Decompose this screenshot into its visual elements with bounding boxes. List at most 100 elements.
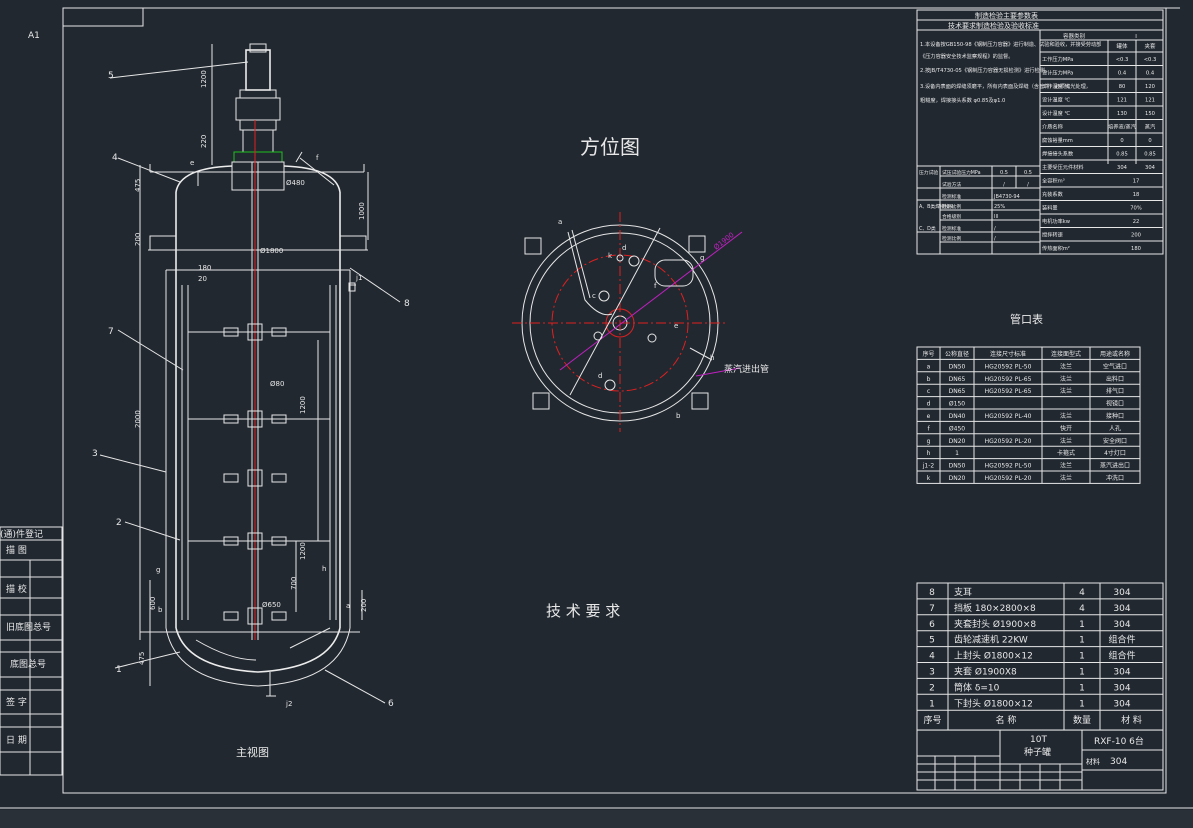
tech-requirements-title: 技 术 要 求 [546,602,620,620]
nozzle-cell: g [927,438,931,445]
nozzle-j2-label: j2 [285,700,292,708]
design-col-header-2: 罐体 [1116,42,1128,50]
design-row-value: 200 [1131,233,1141,239]
title-block [916,729,1164,791]
nozzle-cell: j1-2 [922,463,935,470]
bom-row-qty: 1 [1079,668,1085,678]
nozzle-cell: 法兰 [1060,362,1072,370]
design-lower-label: 检测标准 [942,225,961,232]
nozzle-cell: 4寸灯口 [1104,449,1126,457]
nozzle-header-cell: 序号 [922,350,934,358]
nozzle-cell: HG20592 PL-50 [985,463,1032,470]
design-lower-group: 压力试验 [919,169,938,176]
callout-2: 2 [116,518,122,528]
design-row-label: 搅拌转速 [1042,231,1063,239]
design-lower-label: 检测比例 [942,235,961,242]
design-row-label: 设计温度 ℃ [1042,96,1070,104]
design-lower-value-a: / [1003,182,1005,188]
nozzle-cell: k [927,475,931,482]
nozzle-cell: d [927,401,931,408]
design-row-label: 全容积m³ [1042,177,1065,185]
sheet-size-label: A1 [28,31,40,41]
callout-1: 1 [116,665,122,675]
design-lower-label: 合格级别 [942,213,961,220]
nozzle-f-label: f [316,154,319,162]
dim-1200-top: 1200 [200,70,208,88]
bom-row-name: 上封头 Ø1800×12 [954,650,1033,662]
bom-row-material: 组合件 [1108,650,1135,662]
plan-letter-e: e [674,322,678,330]
nozzle-cell: 空气进口 [1103,362,1127,370]
left-block-row-6: 日 期 [6,735,27,746]
callout-8: 8 [404,299,410,309]
design-note-3: 3.设备内表面的焊缝须磨平，所有内表面及焊缝（含管件）必须抛光处理， [920,82,1091,90]
design-row-value: 18 [1133,192,1140,198]
nozzle-cell: DN40 [949,413,966,420]
dim-1800: Ø1800 [260,247,283,255]
nozzle-g-label: g [156,566,160,574]
design-lower-value-b: 0.5 [1024,170,1032,176]
nozzle-cell: HG20592 PL-50 [985,363,1032,370]
bom-row-index: 3 [929,668,935,678]
design-row-label: 设计压力MPa [1042,69,1073,77]
dim-220: 220 [200,135,208,148]
design-row-value-jacket: 0.85 [1144,152,1156,158]
bom-row-qty: 4 [1079,588,1085,598]
bom-header-cell: 数量 [1073,714,1091,726]
design-col-header-3: 夹套 [1144,42,1156,50]
nozzle-header-cell: 连接尺寸标准 [990,350,1026,358]
bom-row-material: 304 [1113,588,1130,598]
nozzle-cell: 接种口 [1106,412,1124,420]
nozzle-cell: 法兰 [1060,474,1072,482]
bom-row-qty: 1 [1079,683,1085,693]
nozzle-cell: h [927,450,931,457]
bom-row-material: 组合件 [1108,634,1135,646]
nozzle-e-label: e [190,159,194,167]
bom-row-name: 夹套 Ø1900X8 [954,666,1017,678]
nozzle-cell: HG20592 PL-40 [985,413,1032,420]
nozzle-cell: Ø150 [949,401,965,408]
nozzle-header-cell: 公称直径 [945,350,969,358]
plan-letter-b: b [676,412,681,420]
front-view [99,43,401,704]
bom-row-name: 挡板 180×2800×8 [954,602,1036,614]
nozzle-cell: 快开 [1060,424,1072,432]
nozzle-cell: HG20592 PL-65 [985,388,1032,395]
design-row-label: 传热面积m² [1042,244,1070,252]
design-row-value-vessel: <0.3 [1116,57,1129,63]
bom-header-cell: 材 料 [1121,714,1142,726]
design-row-label: 设计温度 ℃ [1042,109,1070,117]
design-lower-label: 试压试验压力MPa [942,169,981,176]
design-row-value-jacket: 蒸汽 [1145,123,1156,131]
dim-475-top: 475 [134,179,142,192]
design-table-title: 制造检验主要参数表 [975,11,1038,20]
bom-row-index: 7 [929,604,935,614]
left-block-row-0: (通)件登记 [0,528,43,540]
design-row-value: 17 [1133,179,1140,185]
bom-row-index: 8 [929,588,935,598]
design-lower-value-a: 0.5 [1000,170,1008,176]
dim-80: Ø80 [270,380,284,388]
nozzle-h-label: h [322,565,326,573]
nozzle-j1-label: j1 [355,274,362,282]
design-lower-value: III [994,214,998,220]
bom-row-name: 夹套封头 Ø1900×8 [954,618,1036,630]
design-lower-value: JB4730-94 [993,194,1020,200]
bom-row-qty: 4 [1079,604,1085,614]
left-block-row-4: 底图总号 [10,658,46,670]
callout-5: 5 [108,71,114,81]
design-row-label: 主要受压元件材料 [1042,163,1084,171]
dim-180: 180 [198,264,211,272]
design-row-value-jacket: 150 [1145,111,1155,117]
nozzle-cell: 冲洗口 [1106,474,1124,482]
corner-box [62,7,144,27]
design-row-value: 22 [1133,219,1140,225]
design-col-header-1: I [1135,34,1137,40]
design-lower-group: C、D类 [919,225,936,232]
design-note-1: 《压力容器安全技术监察规程》的监督。 [920,52,1013,60]
design-row-value-jacket: 0.4 [1146,71,1155,77]
dim-1000: 1000 [358,202,366,220]
left-block-row-3: 旧底图总号 [6,621,51,633]
